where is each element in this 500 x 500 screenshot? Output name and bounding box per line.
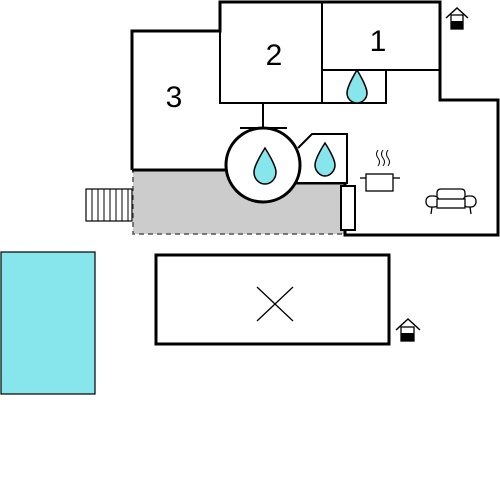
- terrace-door: [340, 185, 356, 231]
- house-entrance-icon: [395, 317, 421, 342]
- swimming-pool: [0, 251, 96, 395]
- room-2-label: 2: [266, 39, 283, 72]
- water-drop-icon: [253, 146, 277, 185]
- stairs-icon: [85, 188, 133, 222]
- cross-icon: [256, 286, 294, 322]
- water-drop-icon: [314, 141, 336, 177]
- building-outline: [130, 0, 500, 237]
- room-2-walls: [219, 2, 323, 104]
- house-entrance-icon: [445, 6, 469, 30]
- carport: [154, 253, 391, 346]
- water-drop-icon: [346, 68, 368, 104]
- room-3-label: 3: [166, 81, 183, 114]
- cooking-pot-icon: [360, 149, 400, 192]
- room-1-label: 1: [370, 25, 387, 58]
- sofa-icon: [425, 188, 477, 215]
